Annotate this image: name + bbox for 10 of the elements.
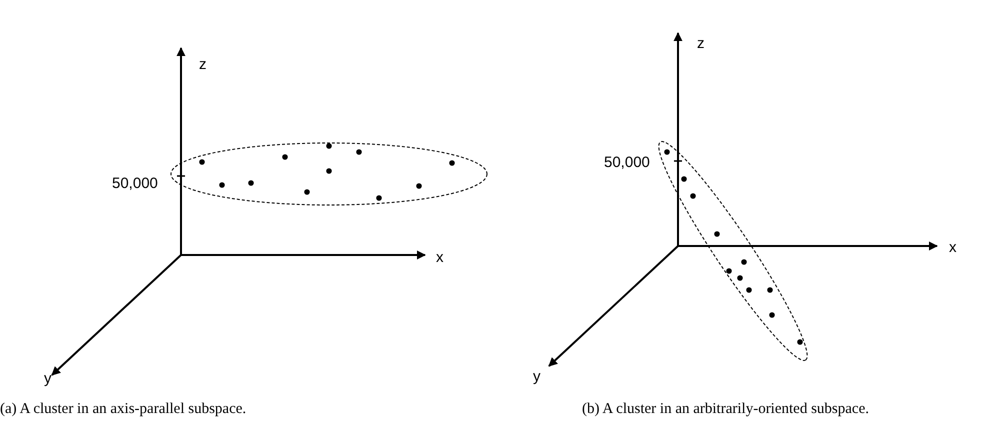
tick-label: 50,000 bbox=[604, 155, 650, 170]
axis-label: x bbox=[949, 240, 956, 255]
axis-label: z bbox=[697, 36, 704, 51]
axis-label: y bbox=[44, 371, 52, 386]
tick-label: 50,000 bbox=[112, 176, 158, 191]
axis-label: x bbox=[436, 250, 444, 265]
axis-label: z bbox=[199, 57, 206, 72]
caption: (a) A cluster in an axis-parallel subspace. bbox=[0, 402, 246, 417]
caption: (b) A cluster in an arbitrarily-oriented subspace. bbox=[582, 402, 869, 417]
axis-label: y bbox=[533, 369, 540, 384]
